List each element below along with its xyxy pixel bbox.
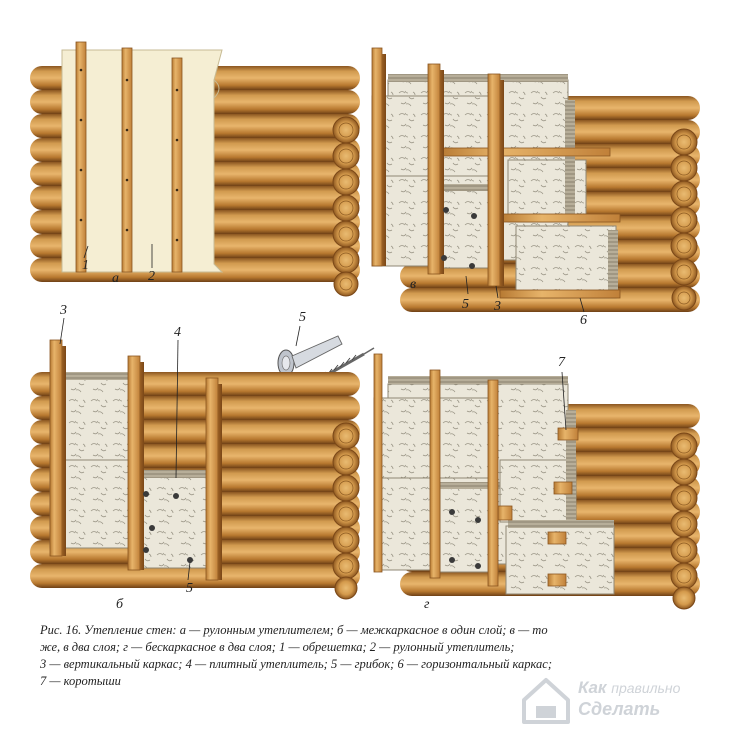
caption-line: же, в два слоя; г — бескаркасное в два с…: [40, 640, 515, 654]
panel-a-roll-insulation: [30, 41, 360, 297]
panel-b-single-layer-frame: [30, 317, 360, 600]
label-g-7: 7: [558, 355, 565, 370]
watermark-word: Как: [578, 678, 607, 697]
vertical-posts-g: [373, 353, 499, 587]
panel-v-two-layer-frame: [371, 47, 700, 313]
label-b-4: 4: [174, 325, 181, 340]
caption-line: Рис. 16. Утепление стен: а — рулонным ут…: [40, 623, 548, 637]
vertical-frame-v: [371, 47, 504, 287]
label-a-1: 1: [82, 258, 89, 273]
short-blocks-g: [497, 427, 579, 587]
watermark-line-1: Как правильно: [578, 678, 680, 698]
label-v-3: 3: [494, 299, 501, 314]
fastener-label-5: 5: [299, 310, 306, 325]
label-v-5: 5: [462, 297, 469, 312]
figure-caption: Рис. 16. Утепление стен: а — рулонным ут…: [40, 622, 700, 690]
label-b-3: 3: [60, 303, 67, 318]
dowel-heads-g: [449, 509, 481, 569]
label-v-6: 6: [580, 313, 587, 328]
label-b-5: 5: [186, 581, 193, 596]
batten-strips-a: [75, 41, 183, 273]
vertical-frame-b: [49, 339, 222, 581]
caption-line: 7 — коротыши: [40, 674, 121, 688]
panel-letter-g: г: [424, 597, 430, 612]
panel-letter-v: в: [410, 277, 417, 292]
house-logo-icon: [522, 678, 570, 724]
dowel-heads-b: [143, 491, 193, 563]
panel-g-frameless-two-layer: [373, 353, 700, 610]
panel-letter-a: а: [112, 271, 119, 286]
watermark-word: правильно: [611, 680, 681, 696]
watermark-logo: Как правильно Сделать: [516, 672, 726, 728]
caption-line: 3 — вертикальный каркас; 4 — плитный уте…: [40, 657, 553, 671]
panel-letter-b: б: [116, 597, 124, 612]
label-a-2: 2: [148, 269, 155, 284]
watermark-line-2: Сделать: [578, 699, 661, 719]
dowel-heads-v: [441, 207, 477, 269]
